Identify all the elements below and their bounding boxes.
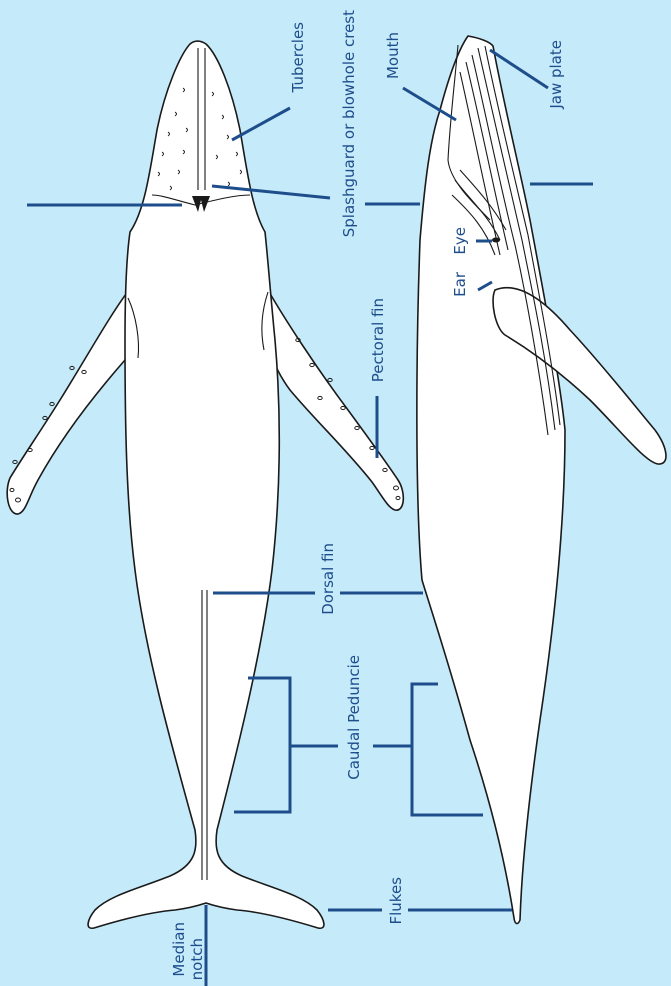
whale-side-view <box>417 36 666 924</box>
label-flukes: Flukes <box>387 877 405 925</box>
label-pectoral-fin: Pectoral fin <box>369 298 387 382</box>
label-ear: Ear <box>451 271 469 297</box>
left-pectoral-fin <box>7 290 132 514</box>
label-mouth: Mouth <box>384 32 402 79</box>
label-caudal-peduncle: Caudal Peduncie <box>345 655 363 780</box>
label-median-notch-1: Median <box>170 922 188 977</box>
tubercles-line <box>232 108 290 140</box>
label-eye: Eye <box>451 227 469 255</box>
label-jaw-plate: Jaw plate <box>547 40 565 110</box>
label-median-notch-2: notch <box>188 938 206 980</box>
label-tubercles: Tubercles <box>289 22 307 94</box>
label-splashguard: Splashguard or blowhole crest <box>340 10 358 237</box>
eye-mark <box>492 238 500 243</box>
side-view-body <box>417 36 565 924</box>
label-dorsal-fin: Dorsal fin <box>319 543 337 615</box>
